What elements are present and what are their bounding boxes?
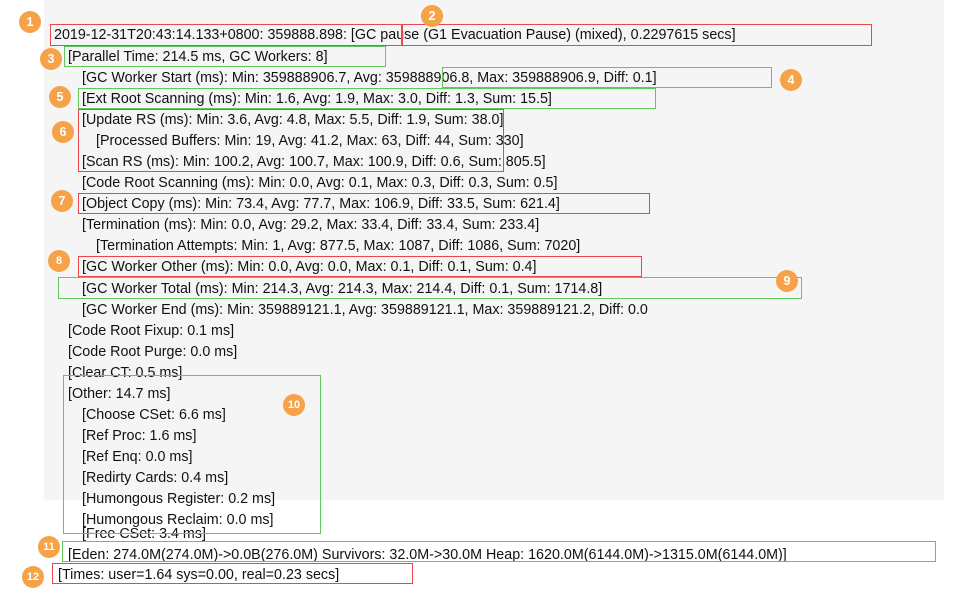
badge-2: 2	[421, 5, 443, 27]
log-line-humongous-reclaim: [Humongous Reclaim: 0.0 ms]	[82, 512, 274, 528]
log-line-ref-enq: [Ref Enq: 0.0 ms]	[82, 449, 193, 465]
badge-8: 8	[48, 250, 70, 272]
log-line-ref-proc: [Ref Proc: 1.6 ms]	[82, 428, 197, 444]
log-line-termination: [Termination (ms): Min: 0.0, Avg: 29.2, …	[82, 217, 540, 233]
log-line-redirty-cards: [Redirty Cards: 0.4 ms]	[82, 470, 229, 486]
log-line-code-root-purge: [Code Root Purge: 0.0 ms]	[68, 344, 238, 360]
badge-1: 1	[19, 11, 41, 33]
log-line-humongous-register: [Humongous Register: 0.2 ms]	[82, 491, 276, 507]
log-line-other: [Other: 14.7 ms]	[68, 386, 171, 402]
badge-11: 11	[38, 536, 60, 558]
log-line-scan-rs: [Scan RS (ms): Min: 100.2, Avg: 100.7, M…	[82, 154, 546, 170]
badge-6: 6	[52, 121, 74, 143]
badge-12: 12	[22, 566, 44, 588]
log-line-update-rs: [Update RS (ms): Min: 3.6, Avg: 4.8, Max…	[82, 112, 504, 128]
log-line-gc-worker-end: [GC Worker End (ms): Min: 359889121.1, A…	[82, 302, 648, 318]
log-line-code-root-fixup: [Code Root Fixup: 0.1 ms]	[68, 323, 235, 339]
log-line-free-cset: [Free CSet: 3.4 ms]	[82, 526, 206, 542]
badge-3: 3	[40, 48, 62, 70]
log-line-termination-attempts: [Termination Attempts: Min: 1, Avg: 877.…	[96, 238, 581, 254]
log-line-choose-cset: [Choose CSet: 6.6 ms]	[82, 407, 226, 423]
badge-9: 9	[776, 270, 798, 292]
log-line-clear-ct: [Clear CT: 0.5 ms]	[68, 365, 183, 381]
log-line-parallel-time: [Parallel Time: 214.5 ms, GC Workers: 8]	[68, 49, 328, 65]
log-line-gc-worker-total: [GC Worker Total (ms): Min: 214.3, Avg: …	[82, 281, 603, 297]
badge-10: 10	[283, 394, 305, 416]
log-line-heap-summary: [Eden: 274.0M(274.0M)->0.0B(276.0M) Surv…	[68, 547, 787, 563]
log-line-processed-buffers: [Processed Buffers: Min: 19, Avg: 41.2, …	[96, 133, 524, 149]
log-line-gc-worker-start: [GC Worker Start (ms): Min: 359888906.7,…	[82, 70, 657, 86]
log-line-code-root-scanning: [Code Root Scanning (ms): Min: 0.0, Avg:…	[82, 175, 558, 191]
badge-7: 7	[51, 190, 73, 212]
log-line-times: [Times: user=1.64 sys=0.00, real=0.23 se…	[58, 567, 340, 583]
badge-5: 5	[49, 86, 71, 108]
badge-4: 4	[780, 69, 802, 91]
log-line-gc-worker-other: [GC Worker Other (ms): Min: 0.0, Avg: 0.…	[82, 259, 537, 275]
log-line-ext-root-scanning: [Ext Root Scanning (ms): Min: 1.6, Avg: …	[82, 91, 552, 107]
log-line-gc-pause-header: 2019-12-31T20:43:14.133+0800: 359888.898…	[54, 27, 736, 43]
log-line-object-copy: [Object Copy (ms): Min: 73.4, Avg: 77.7,…	[82, 196, 560, 212]
